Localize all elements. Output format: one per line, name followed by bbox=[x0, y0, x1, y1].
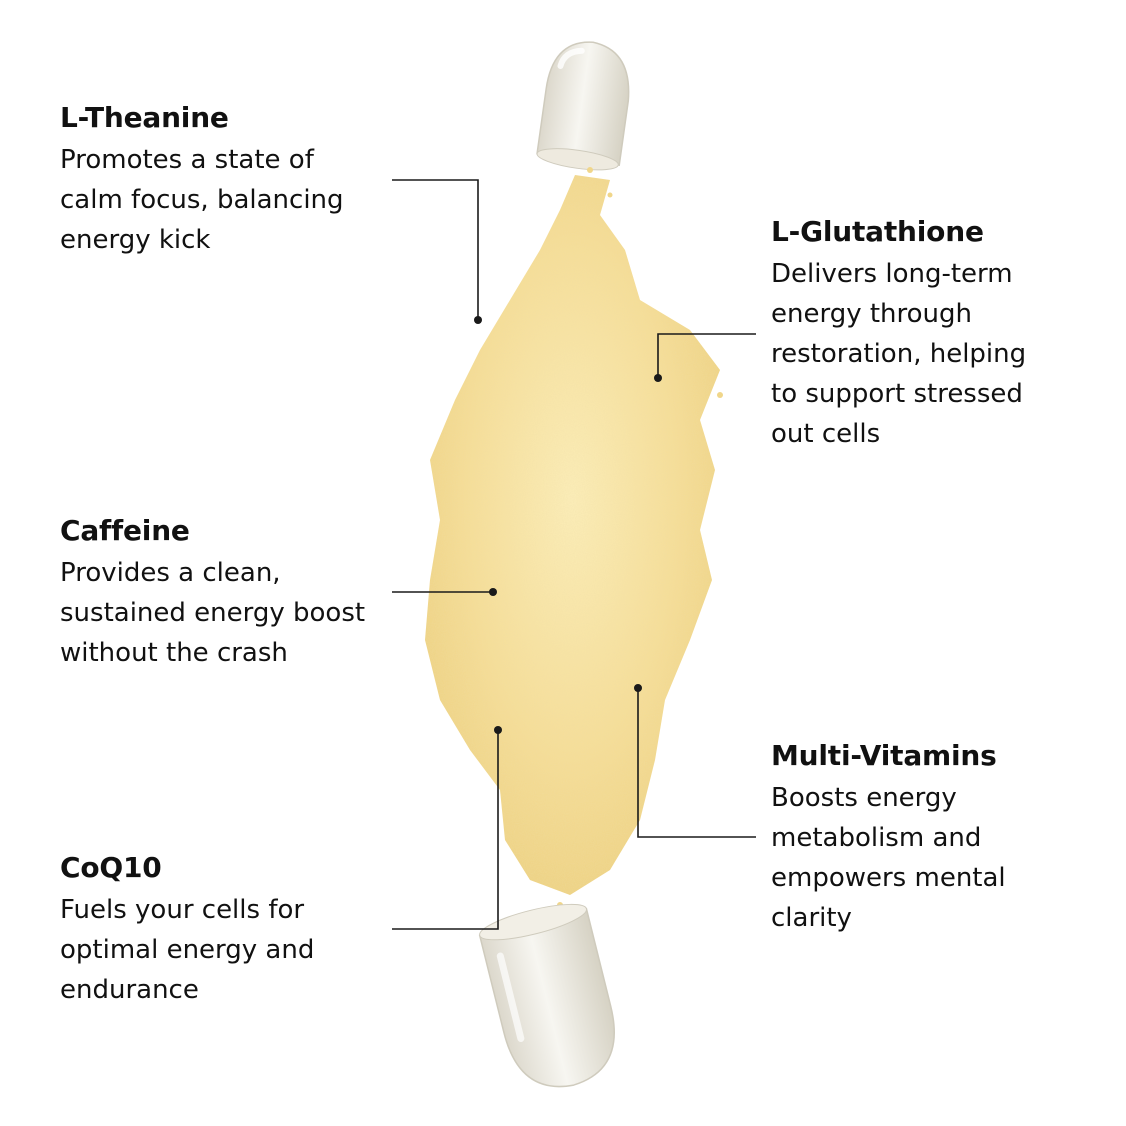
ingredient-description: Boosts energy metabolism and empowers me… bbox=[771, 783, 1006, 933]
label-caffeine: Caffeine Provides a clean, sustained ene… bbox=[60, 513, 390, 673]
dot-coq10 bbox=[494, 726, 502, 734]
label-l-glutathione: L-Glutathione Delivers long-term energy … bbox=[771, 214, 1071, 454]
powder-pile-icon bbox=[425, 167, 723, 908]
dot-multi-vitamins bbox=[634, 684, 642, 692]
ingredient-name: L-Glutathione bbox=[771, 215, 984, 248]
dot-l-theanine bbox=[474, 316, 482, 324]
leader-l-glutathione bbox=[657, 333, 756, 378]
ingredient-description: Promotes a state of calm focus, balancin… bbox=[60, 145, 344, 255]
leader-lines bbox=[392, 179, 756, 930]
dot-caffeine bbox=[489, 588, 497, 596]
leader-dots bbox=[474, 316, 662, 734]
ingredient-description: Delivers long-term energy through restor… bbox=[771, 259, 1027, 449]
ingredient-name: L-Theanine bbox=[60, 101, 229, 134]
label-multi-vitamins: Multi-Vitamins Boosts energy metabolism … bbox=[771, 738, 1071, 938]
capsule-bottom-icon bbox=[478, 903, 615, 1088]
capsule-top-icon bbox=[536, 41, 630, 171]
leader-multi-vitamins bbox=[637, 688, 756, 838]
ingredient-description: Provides a clean, sustained energy boost… bbox=[60, 558, 366, 668]
leader-l-theanine bbox=[392, 179, 479, 320]
label-coq10: CoQ10 Fuels your cells for optimal energ… bbox=[60, 850, 390, 1010]
ingredient-name: Multi-Vitamins bbox=[771, 739, 997, 772]
label-l-theanine: L-Theanine Promotes a state of calm focu… bbox=[60, 100, 390, 260]
ingredient-description: Fuels your cells for optimal energy and … bbox=[60, 895, 315, 1005]
leader-coq10 bbox=[392, 730, 499, 930]
dot-l-glutathione bbox=[654, 374, 662, 382]
ingredient-name: Caffeine bbox=[60, 514, 190, 547]
ingredient-name: CoQ10 bbox=[60, 851, 162, 884]
